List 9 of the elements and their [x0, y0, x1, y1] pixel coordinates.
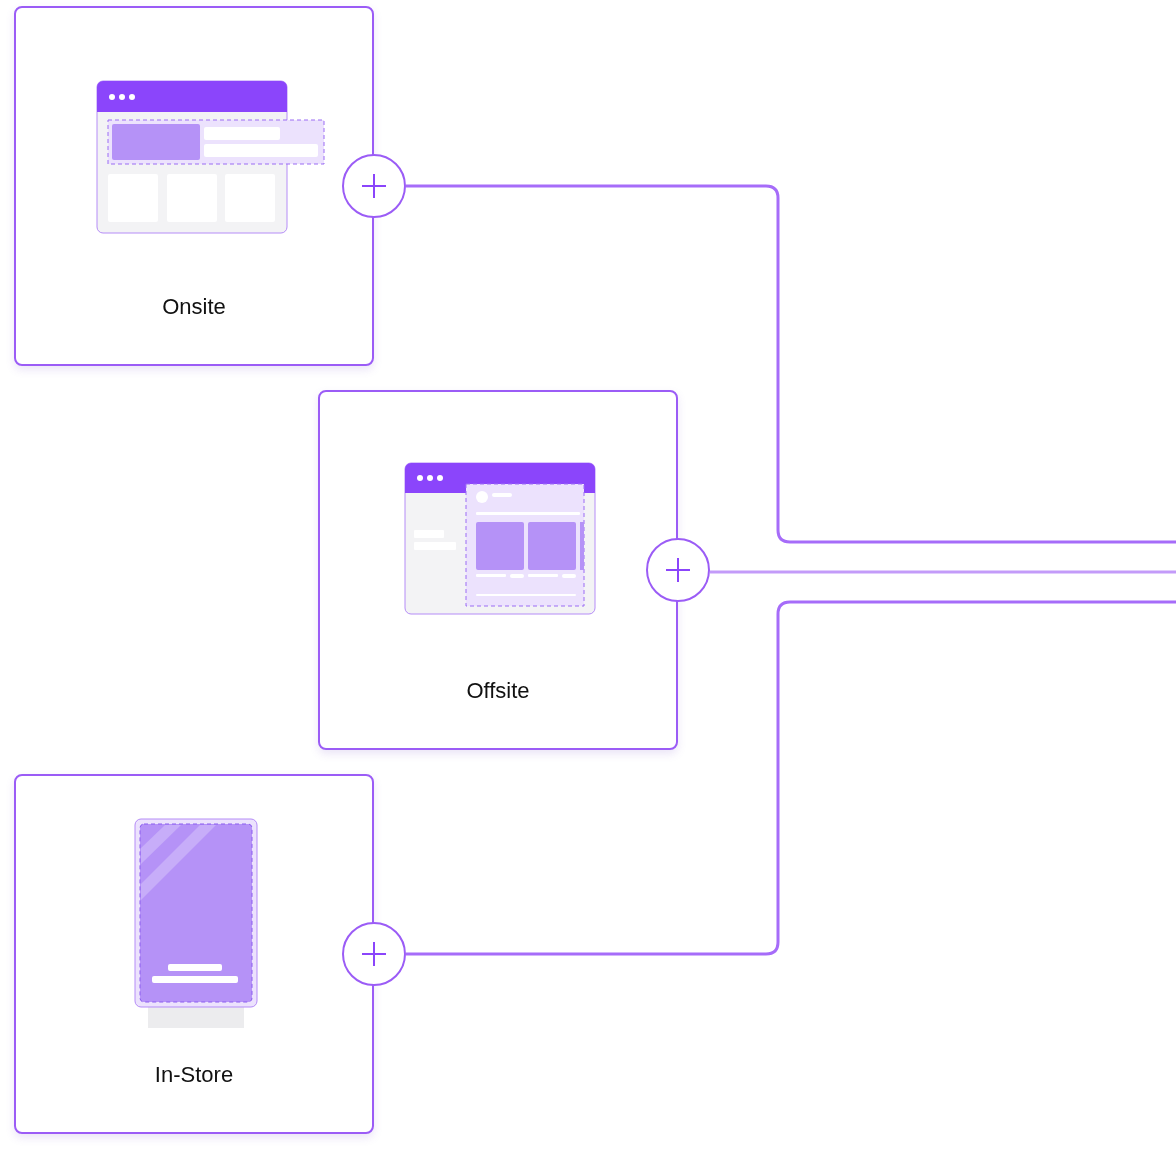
connector-line — [710, 570, 1176, 574]
channel-card — [14, 6, 374, 366]
card-title: Onsite — [162, 293, 226, 321]
channel-card — [318, 390, 678, 750]
channel-card — [14, 774, 374, 1134]
card-title: In-Store — [154, 1061, 234, 1089]
connector-line — [406, 184, 1176, 544]
connector-line — [406, 600, 1176, 956]
card-title: Offsite — [466, 677, 530, 705]
